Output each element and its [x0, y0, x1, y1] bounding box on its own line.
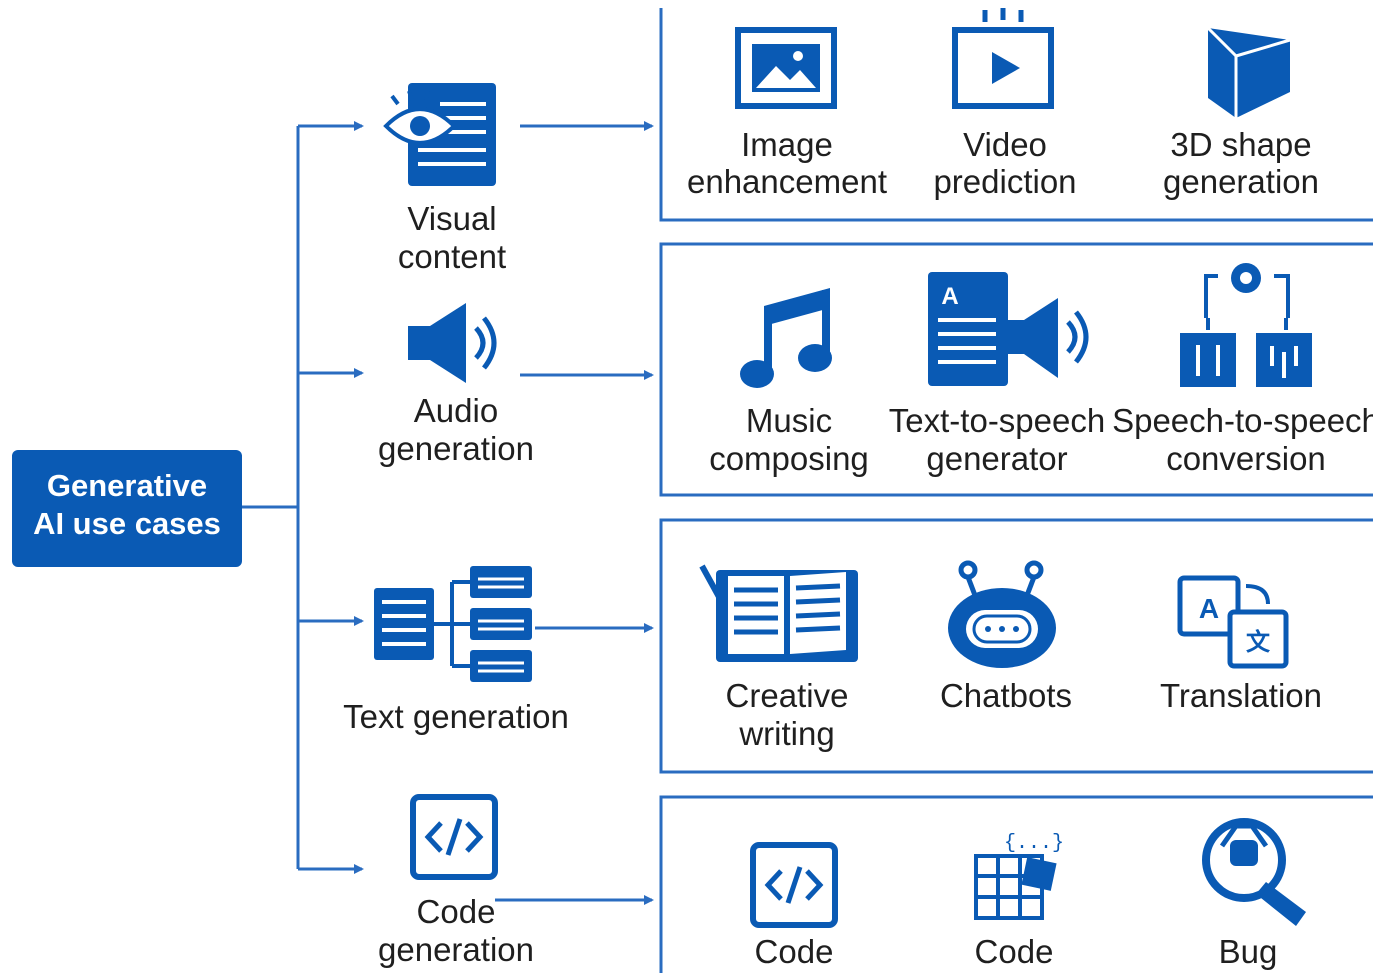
root-label-line1: Generative: [47, 468, 207, 503]
code-generation-label-1: Code: [417, 893, 496, 930]
svg-text:文: 文: [1246, 628, 1271, 656]
audio-generation-label-2: generation: [378, 430, 534, 467]
audio-generation-label-1: Audio: [414, 392, 498, 429]
video-prediction-label-1: Video: [963, 126, 1047, 163]
svg-text:A: A: [941, 283, 958, 310]
root-label-line2: AI use cases: [33, 506, 221, 541]
translation-icon: A 文: [1177, 575, 1289, 669]
code-generation-label-2: generation: [378, 931, 534, 968]
creative-writing-label-2: writing: [738, 715, 834, 752]
chatbots-label: Chatbots: [940, 677, 1072, 714]
image-enhancement-label-1: Image: [741, 126, 833, 163]
3d-shape-icon: [1206, 26, 1291, 118]
text-to-speech-icon: A: [928, 272, 1089, 386]
text-to-speech-label-1: Text-to-speech: [889, 402, 1105, 439]
creative-writing-label-1: Creative: [726, 677, 849, 714]
visual-content-icon: [383, 83, 496, 186]
svg-text:A: A: [1199, 593, 1219, 624]
visual-content-label-1: Visual: [407, 200, 496, 237]
code-icon: [750, 842, 838, 928]
speech-to-speech-label-1: Speech-to-speech: [1112, 402, 1373, 439]
image-icon: [735, 27, 837, 109]
open-book-icon: [699, 564, 858, 662]
video-icon: [952, 8, 1054, 109]
code-item-label: Code: [755, 933, 834, 970]
bug-wrench-icon: [1202, 818, 1306, 926]
code-item-2-label: Code: [975, 933, 1054, 970]
code-blocks-icon: {...}: [974, 832, 1064, 920]
root-node: Generative AI use cases: [12, 450, 242, 567]
translation-label: Translation: [1160, 677, 1322, 714]
panel-code: [659, 795, 1373, 973]
3d-shape-label-2: generation: [1163, 163, 1319, 200]
speech-to-speech-label-2: conversion: [1166, 440, 1326, 477]
chatbot-icon: [948, 560, 1056, 668]
visual-content-label-2: content: [398, 238, 506, 275]
svg-text:{...}: {...}: [1004, 832, 1064, 855]
connectors: [242, 121, 654, 905]
music-composing-label-1: Music: [746, 402, 832, 439]
image-enhancement-label-2: enhancement: [687, 163, 887, 200]
3d-shape-label-1: 3D shape: [1170, 126, 1311, 163]
bug-label: Bug: [1219, 933, 1278, 970]
text-generation-label: Text generation: [343, 698, 569, 735]
video-prediction-label-2: prediction: [933, 163, 1076, 200]
music-composing-label-2: composing: [709, 440, 869, 477]
music-note-icon: [740, 288, 832, 388]
speaker-icon: [408, 303, 497, 383]
text-tree-icon: [374, 566, 532, 682]
panel-audio: [659, 242, 1373, 497]
panels: [659, 8, 1373, 973]
speech-conversion-icon: [1180, 263, 1312, 387]
panel-visual: [659, 8, 1373, 222]
text-to-speech-label-2: generator: [926, 440, 1067, 477]
panel-text: [659, 518, 1373, 774]
code-icon: [410, 794, 498, 880]
